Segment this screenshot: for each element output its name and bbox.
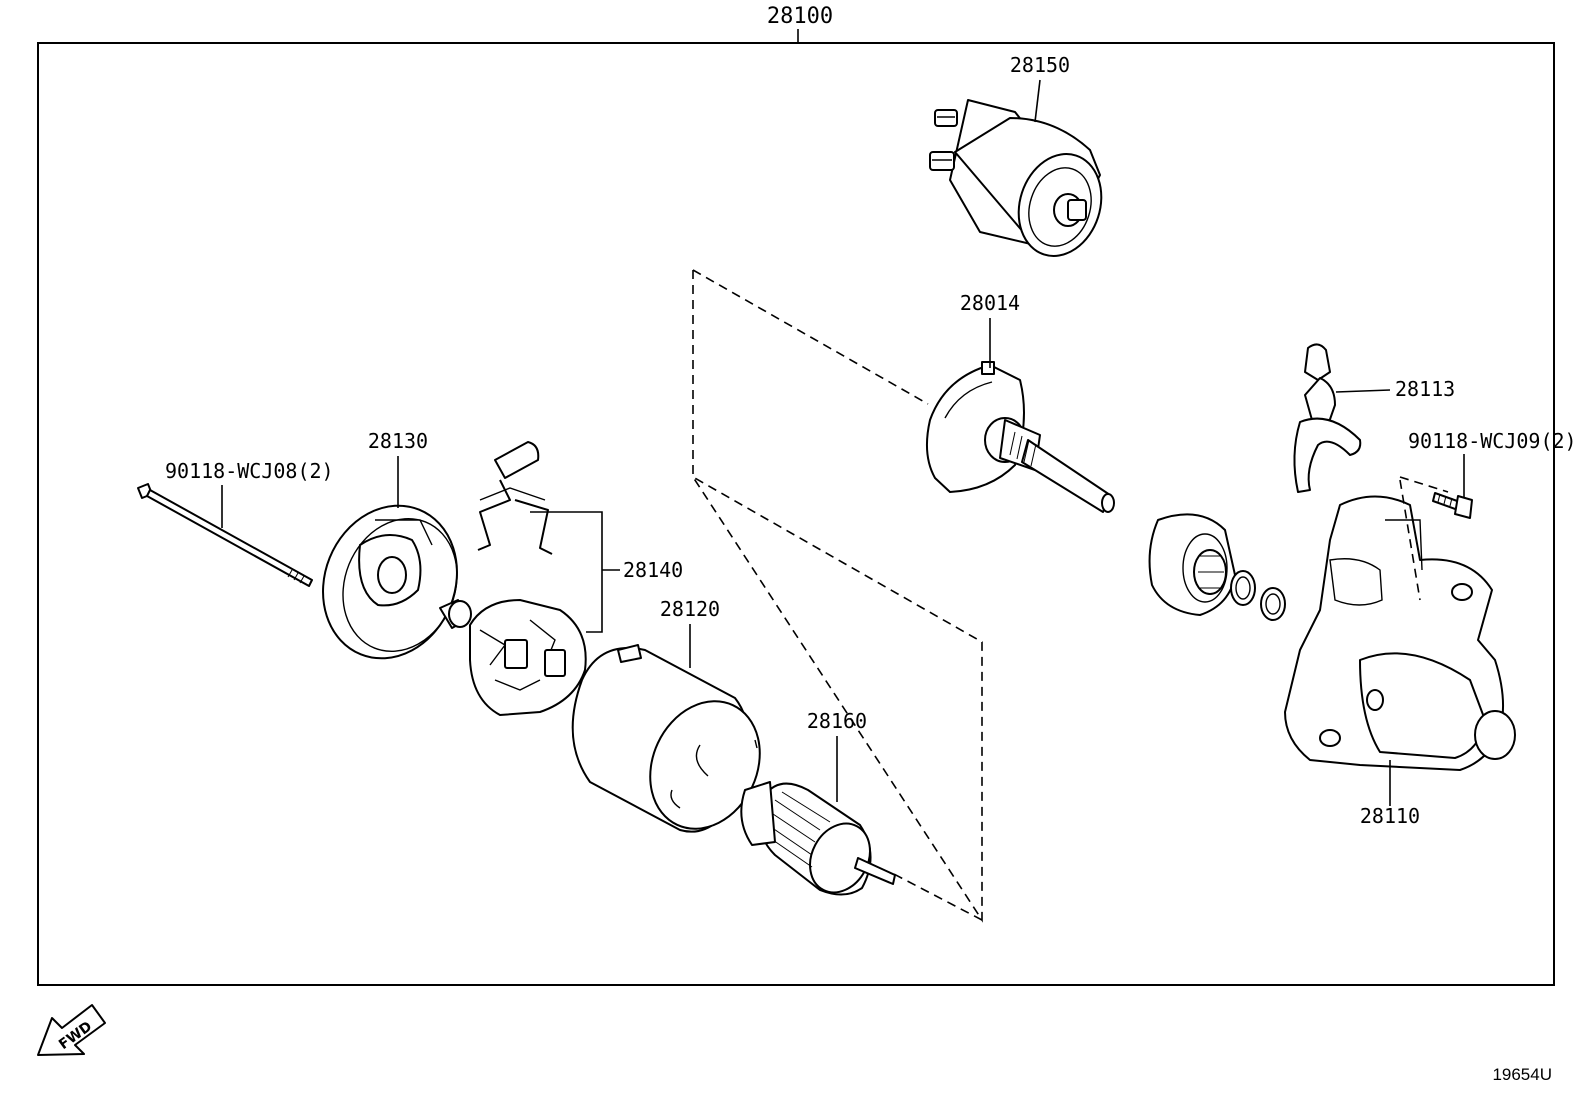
callout-28113[interactable]: 28113 <box>1395 377 1455 401</box>
brush-holder-part[interactable] <box>469 599 587 716</box>
callout-28160[interactable]: 28160 <box>807 709 867 733</box>
group-dashed-line-top <box>692 269 929 405</box>
assembly-frame <box>37 42 1555 986</box>
armature-part[interactable] <box>740 781 896 903</box>
callout-28150[interactable]: 28150 <box>1010 53 1070 77</box>
fwd-arrow-icon: FWD <box>37 1004 106 1056</box>
leader-28113 <box>1335 389 1391 393</box>
callout-90118-wcj09[interactable]: 90118-WCJ09(2) <box>1408 429 1577 453</box>
yoke-part[interactable] <box>571 644 780 847</box>
diagram-id: 19654U <box>1492 1065 1552 1084</box>
callout-28014[interactable]: 28014 <box>960 291 1020 315</box>
assembly-label[interactable]: 28100 <box>767 4 833 29</box>
callout-28130[interactable]: 28130 <box>368 429 428 453</box>
callout-90118-wcj08[interactable]: 90118-WCJ08(2) <box>165 459 334 483</box>
lever-part[interactable] <box>1293 343 1362 493</box>
collar-part[interactable] <box>1260 587 1286 621</box>
bolt-right-dash <box>1399 476 1449 493</box>
housing-part[interactable] <box>1284 479 1516 771</box>
snap-ring-part[interactable] <box>1230 570 1256 606</box>
group-dashed-line-bottom <box>889 871 983 921</box>
through-bolt-part[interactable] <box>137 483 313 587</box>
callout-28140[interactable]: 28140 <box>623 558 683 582</box>
bolt-right-part[interactable] <box>1432 492 1473 519</box>
pinion-clutch-part[interactable] <box>1148 513 1236 616</box>
callout-28120[interactable]: 28120 <box>660 597 720 621</box>
drive-shaft-part[interactable] <box>925 361 1115 513</box>
leader-28150 <box>1034 79 1041 123</box>
end-cover-part[interactable] <box>301 485 480 678</box>
callout-28110[interactable]: 28110 <box>1360 804 1420 828</box>
solenoid-part[interactable] <box>929 99 1114 267</box>
brush-lead-part[interactable] <box>477 441 553 555</box>
leader-28140-bracket <box>530 511 603 633</box>
bushing-part[interactable] <box>439 599 472 629</box>
